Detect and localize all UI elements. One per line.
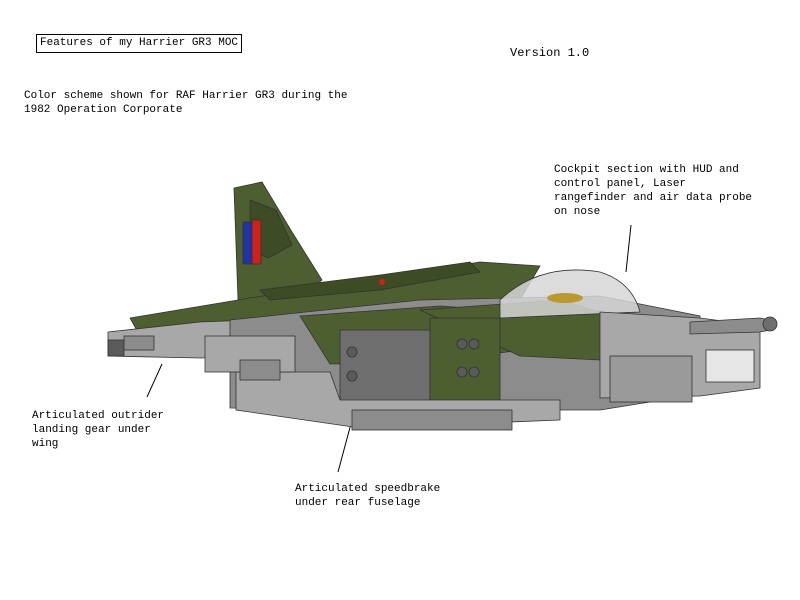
intake-stud bbox=[468, 338, 480, 350]
version-label: Version 1.0 bbox=[510, 46, 590, 60]
page-title: Features of my Harrier GR3 MOC bbox=[36, 34, 243, 53]
probe-tip bbox=[762, 316, 778, 332]
nozzle-stud bbox=[346, 346, 358, 358]
cockpit-line-2: control panel, Laser bbox=[554, 178, 687, 190]
aircraft-body bbox=[107, 181, 778, 431]
fin-flash-red bbox=[251, 219, 262, 265]
cockpit-leader-line bbox=[625, 224, 632, 273]
speedbrake-line-1: Articulated speedbrake bbox=[295, 483, 441, 495]
laser-rangefinder-window bbox=[705, 349, 755, 383]
speedbrake-line-2: under rear fuselage bbox=[295, 497, 421, 509]
anti-collision-light bbox=[379, 279, 385, 285]
cockpit-annotation: Cockpit section with HUD and control pan… bbox=[554, 163, 752, 219]
scheme-line-2: 1982 Operation Corporate bbox=[24, 104, 183, 116]
fin-flash-blue bbox=[242, 221, 253, 265]
nozzle-stud bbox=[346, 370, 358, 382]
scheme-line-1: Color scheme shown for RAF Harrier GR3 d… bbox=[24, 90, 348, 102]
intake-stud bbox=[468, 366, 480, 378]
cockpit-line-4: on nose bbox=[554, 206, 601, 218]
outrider-line-3: wing bbox=[32, 438, 59, 450]
intake-stud bbox=[456, 366, 468, 378]
outrider-gear bbox=[239, 359, 281, 381]
outrider-annotation: Articulated outrider landing gear under … bbox=[32, 409, 164, 451]
tail-cone bbox=[107, 339, 125, 357]
intake-block bbox=[339, 329, 431, 403]
cockpit-line-1: Cockpit section with HUD and bbox=[554, 164, 739, 176]
nose-gear-bay bbox=[609, 355, 693, 403]
outrider-leader-line bbox=[146, 363, 163, 398]
speedbrake bbox=[351, 409, 513, 431]
wing-shade bbox=[259, 261, 481, 301]
speedbrake-annotation: Articulated speedbrake under rear fusela… bbox=[295, 482, 440, 510]
speedbrake-leader-line bbox=[337, 419, 353, 473]
cockpit-line-3: rangefinder and air data probe bbox=[554, 192, 753, 204]
outrider-line-1: Articulated outrider bbox=[32, 410, 165, 422]
hud-glass bbox=[547, 293, 583, 303]
color-scheme-note: Color scheme shown for RAF Harrier GR3 d… bbox=[24, 89, 347, 117]
intake-camo bbox=[429, 317, 501, 403]
tail-boom-section bbox=[123, 335, 155, 351]
outrider-line-2: landing gear under bbox=[32, 424, 151, 436]
intake-stud bbox=[456, 338, 468, 350]
